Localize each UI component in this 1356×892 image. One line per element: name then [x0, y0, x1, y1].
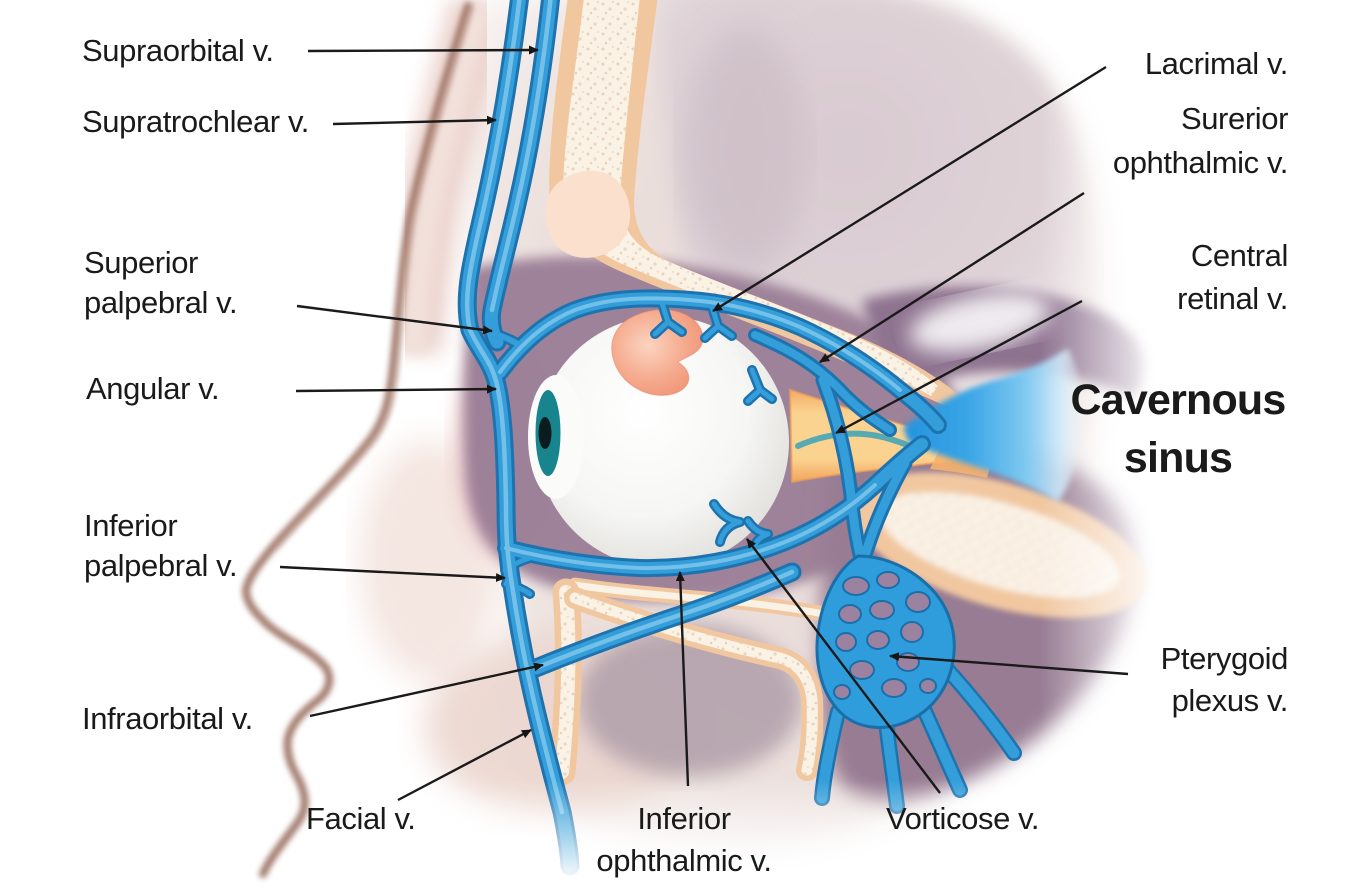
- leader-angular: [295, 384, 497, 394]
- label-pterygoid-plexus-v-line1: Pterygoid: [1161, 641, 1288, 676]
- forehead-skin-inner: [398, 0, 494, 354]
- leader-vorticose: [746, 538, 941, 794]
- label-superior-palpebral-v-line2: palpebral v.: [84, 285, 237, 320]
- label-inferior-palpebral-v-line2: palpebral v.: [84, 548, 237, 583]
- leader-supratrochlear: [332, 115, 497, 126]
- leader-lacrimal: [712, 65, 1107, 313]
- label-central-retinal-v-line1: Central: [1191, 238, 1288, 273]
- pupil: [538, 417, 552, 449]
- bottom-fade: [430, 760, 1356, 892]
- face-profile: [241, 2, 474, 878]
- brain-shading: [685, 25, 805, 275]
- leader-supraorbital: [307, 45, 539, 55]
- leader-facial: [397, 728, 532, 802]
- label-angular-v: Angular v.: [86, 371, 219, 406]
- vein-highlights: [464, 0, 902, 815]
- label-supraorbital-v: Supraorbital v.: [82, 33, 274, 68]
- label-facial-v: Facial v.: [306, 801, 416, 836]
- frontal-sinus: [545, 170, 631, 258]
- label-pterygoid-plexus-v-line2: plexus v.: [1172, 683, 1288, 718]
- leader-inferior-palpebral: [279, 565, 506, 583]
- leader-infraorbital: [309, 662, 544, 718]
- label-lacrimal-v: Lacrimal v.: [1145, 46, 1288, 81]
- veins: [457, 0, 1022, 876]
- labels: Supraorbital v. Supratrochlear v. Superi…: [82, 33, 1288, 878]
- label-central-retinal-v-line2: retinal v.: [1177, 281, 1288, 316]
- label-cavernous-sinus-line1: Cavernous: [1070, 376, 1285, 424]
- right-fade: [1020, 0, 1356, 892]
- leader-inferior-ophthalmic: [675, 571, 690, 787]
- label-inferior-palpebral-v-line1: Inferior: [84, 508, 177, 543]
- label-inferior-ophthalmic-v-line1: Inferior: [637, 801, 730, 836]
- leader-superior-ophthalmic: [819, 191, 1085, 364]
- label-supratrochlear-v: Supratrochlear v.: [82, 104, 309, 139]
- label-superior-ophthalmic-v-line2: ophthalmic v.: [1113, 145, 1288, 180]
- frontal-bone-stipple: [563, 0, 938, 396]
- maxillary-sinus-region: [578, 624, 802, 776]
- eyeball: [537, 316, 789, 568]
- label-vorticose-v: Vorticose v.: [886, 801, 1039, 836]
- label-infraorbital-v: Infraorbital v.: [82, 701, 253, 736]
- leader-pterygoid-plexus: [889, 652, 1129, 676]
- label-superior-palpebral-v-line1: Superior: [84, 245, 198, 280]
- label-superior-ophthalmic-v-line1: Surerior: [1181, 101, 1288, 136]
- leader-lines: [279, 45, 1129, 802]
- leader-central-retinal: [835, 299, 1083, 435]
- leader-superior-palpebral: [296, 304, 493, 335]
- label-inferior-ophthalmic-v-line2: ophthalmic v.: [596, 843, 771, 878]
- label-cavernous-sinus-line2: sinus: [1124, 434, 1232, 482]
